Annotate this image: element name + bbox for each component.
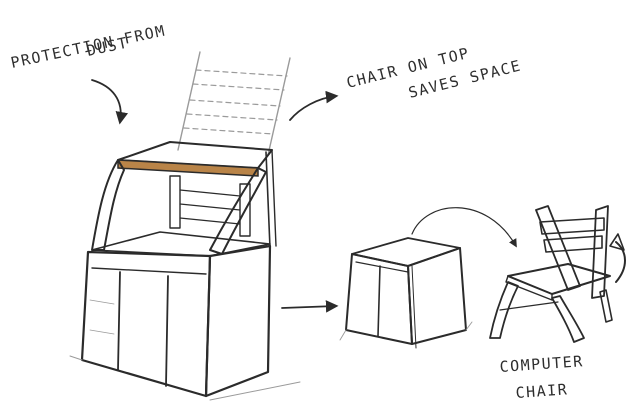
note-computer-line2: CHAIR [515, 380, 569, 402]
ghost-chair-back [177, 51, 291, 156]
cabinet-with-chair-sketch [69, 51, 301, 401]
curved-arrow-icon [91, 79, 128, 125]
note-computer-line1: COMPUTER [499, 352, 584, 376]
computer-chair-sketch [489, 205, 613, 343]
storage-box-sketch [339, 237, 473, 349]
rotate-arrow-icon [609, 233, 626, 283]
curved-arrow-icon [289, 90, 339, 121]
curved-arrow-icon [411, 207, 517, 248]
straight-arrow-icon [281, 300, 339, 313]
